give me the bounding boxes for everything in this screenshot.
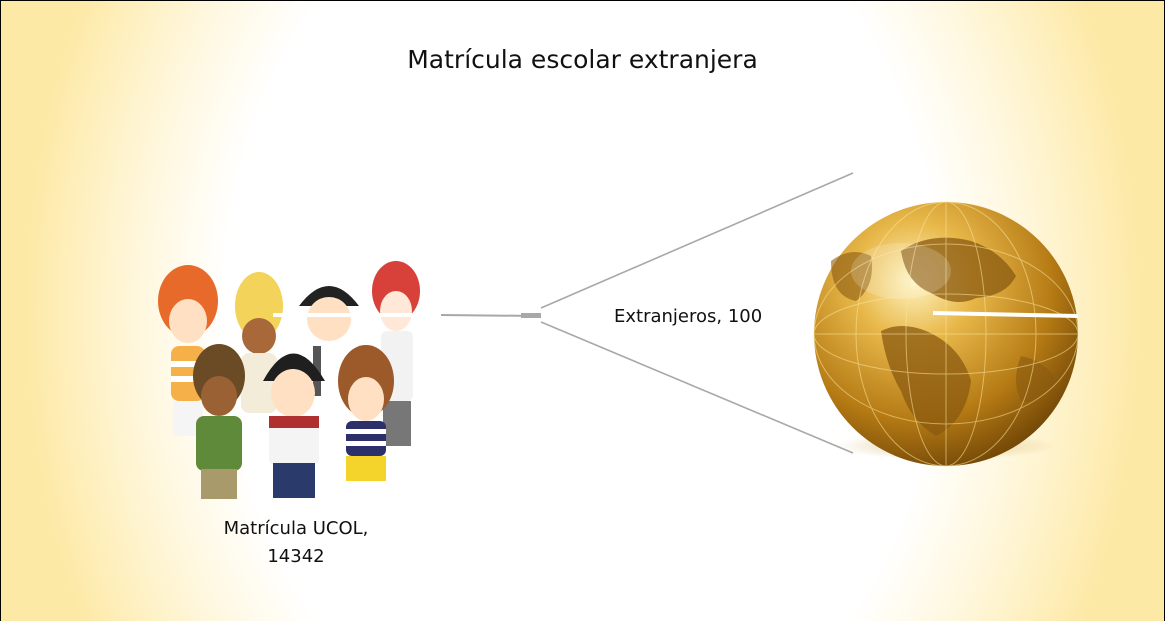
data-label-matricula-line2: 14342 (267, 546, 324, 567)
connector-lower (540, 321, 854, 454)
chart-title: Matrícula escolar extranjera (407, 45, 758, 74)
children-group-icon (158, 261, 420, 499)
child-figure (338, 345, 394, 481)
secondary-slice-divider (932, 311, 1079, 318)
globe-icon (813, 201, 1079, 467)
data-label-matricula-line1: Matrícula UCOL, (224, 518, 369, 539)
pie-connectors (440, 172, 854, 454)
data-label-extranjeros: Extranjeros, 100 (614, 306, 762, 327)
child-figure (235, 272, 283, 413)
child-figure (193, 344, 245, 499)
connector-joint (521, 313, 541, 318)
child-figure (158, 265, 218, 436)
connector-upper (540, 172, 854, 309)
child-figure (263, 353, 325, 498)
